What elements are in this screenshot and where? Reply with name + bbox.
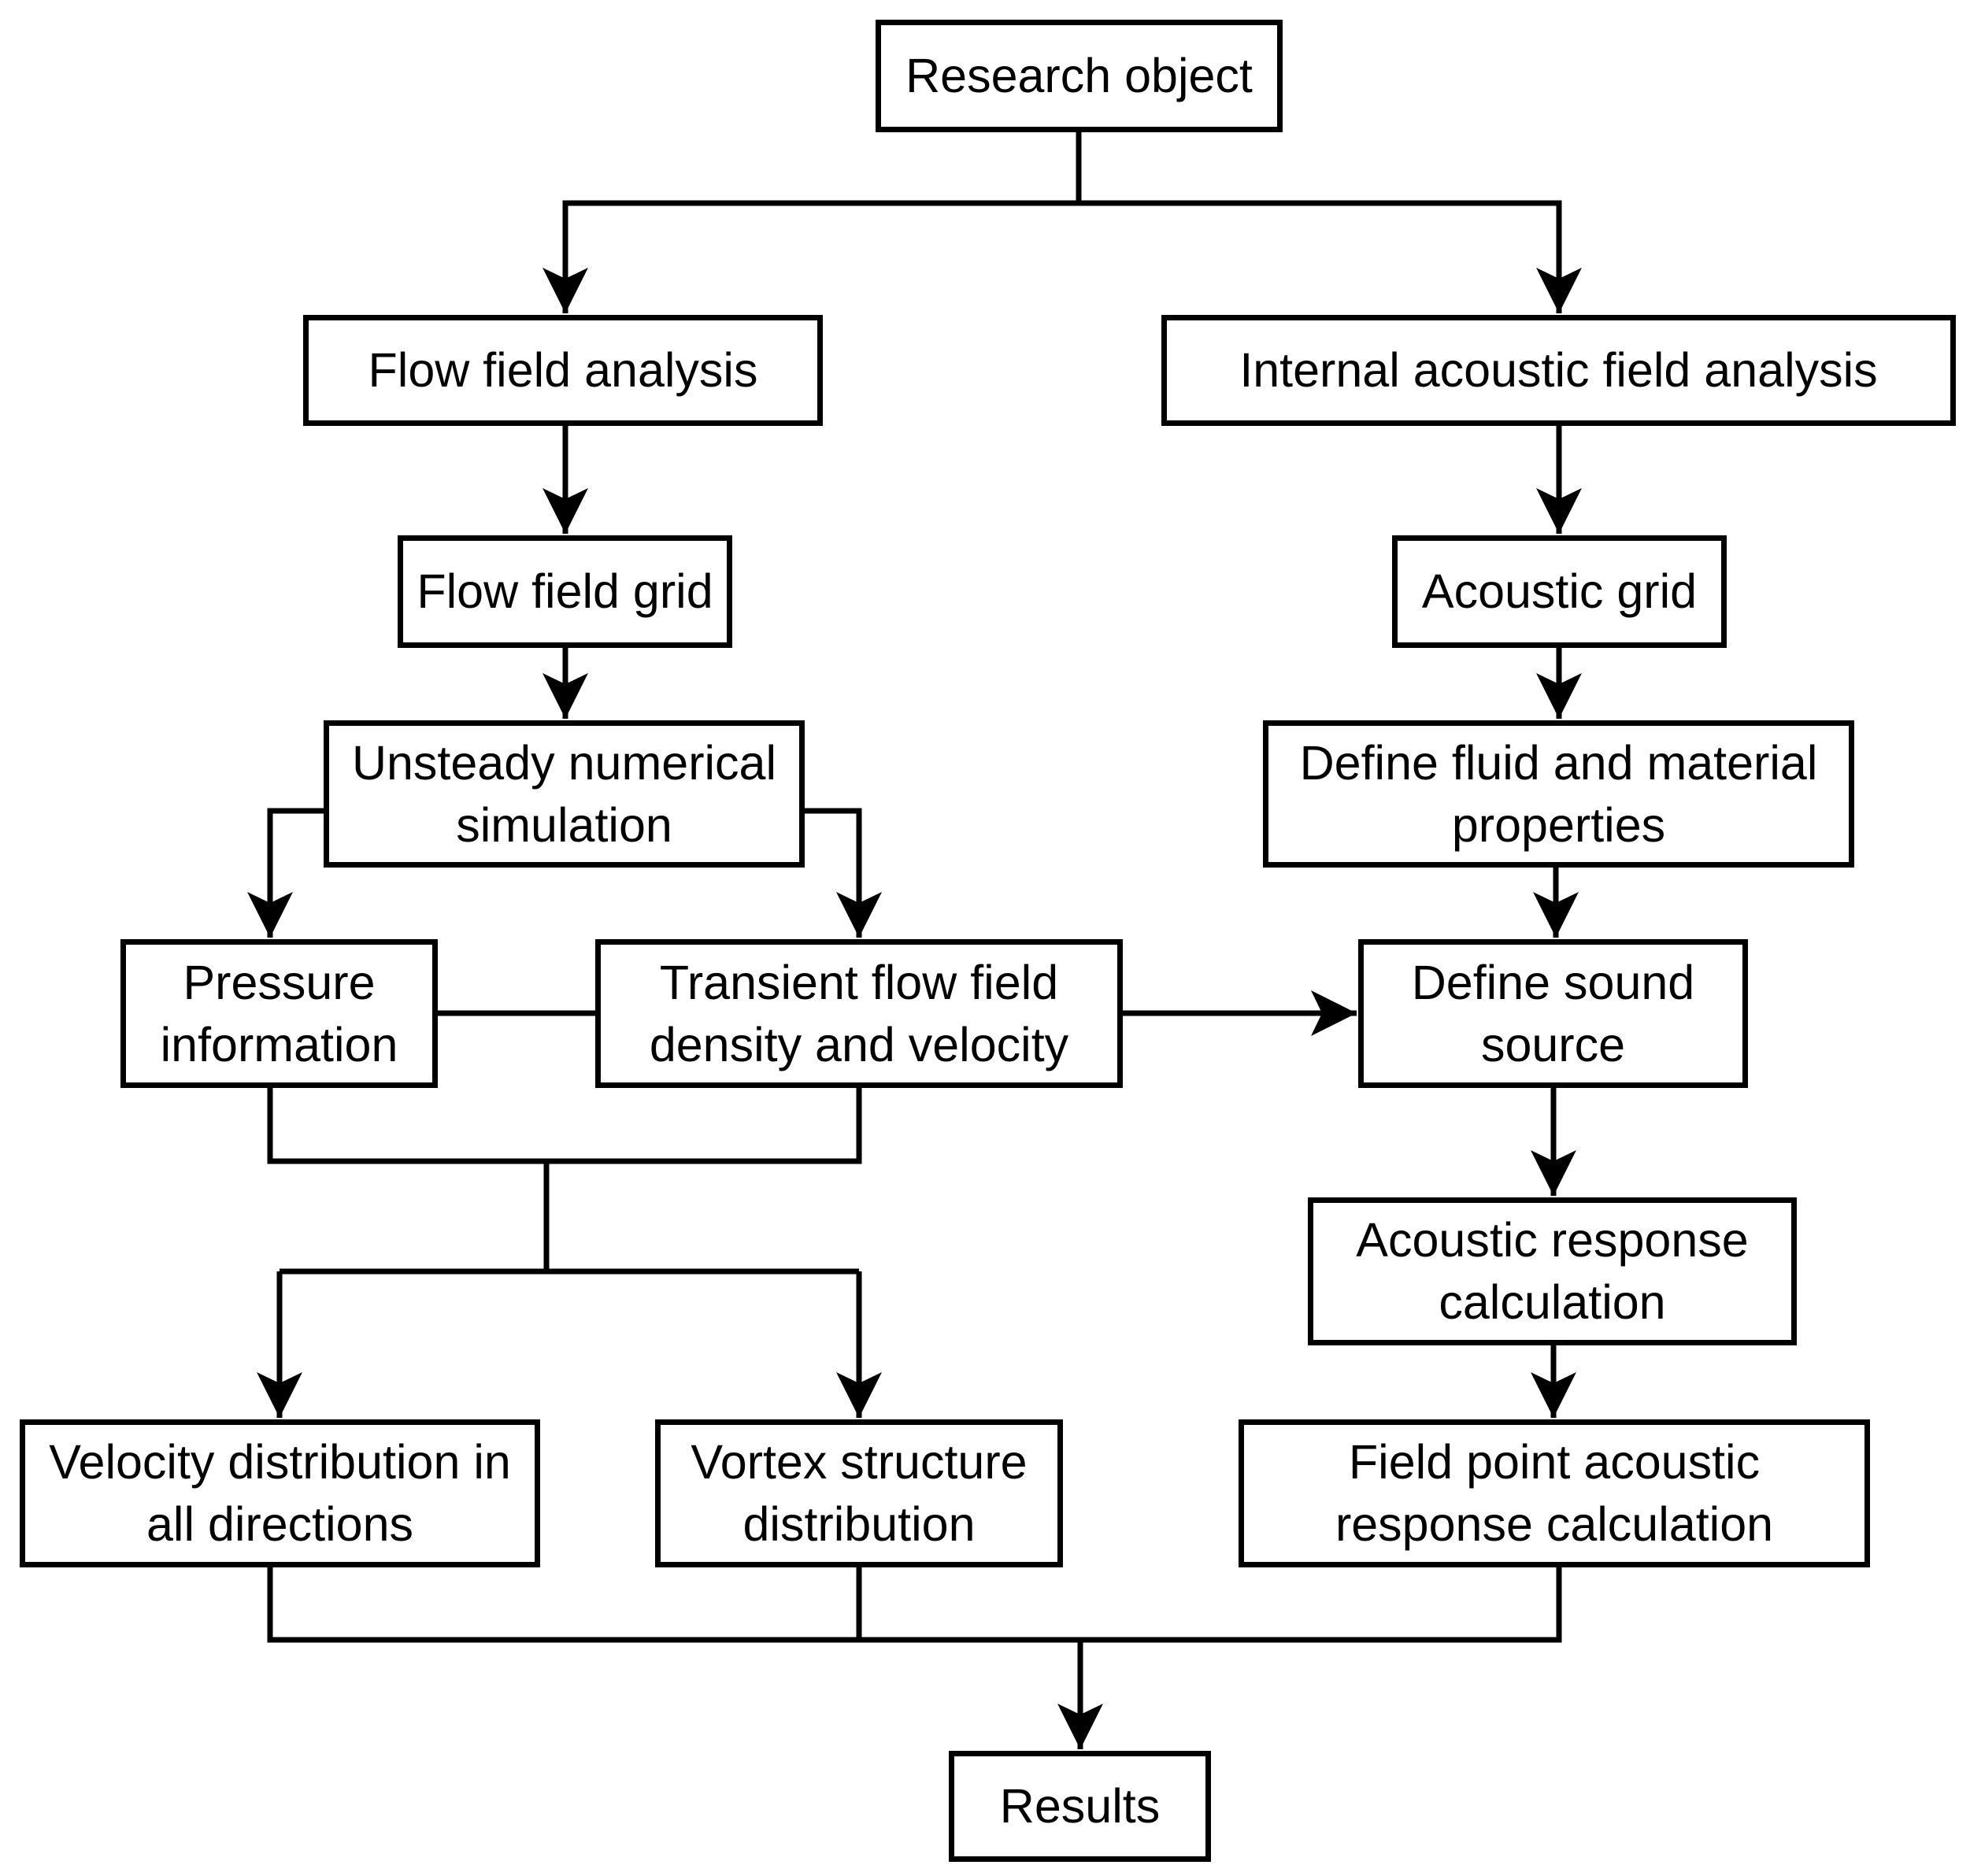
unsteady-numerical-simulation-box: Unsteady numerical simulation: [324, 720, 805, 868]
unsteady-numerical-simulation-label: Unsteady numerical simulation: [351, 735, 777, 852]
define-sound-source-label: Define sound source: [1411, 955, 1695, 1071]
arrow-research-to-acoustic-analysis: [1079, 200, 1582, 313]
velocity-distribution-label: Velocity distribution in all directions: [49, 1435, 511, 1551]
internal-acoustic-field-analysis-box: Internal acoustic field analysis: [1161, 315, 1956, 426]
acoustic-response-calculation-label: Acoustic response calculation: [1356, 1213, 1749, 1329]
pressure-information-label: Pressure information: [160, 955, 398, 1071]
flow-field-analysis-label: Flow field analysis: [368, 343, 758, 397]
research-object-box: Research object: [876, 20, 1283, 132]
flow-field-grid-box: Flow field grid: [398, 535, 732, 648]
flow-field-analysis-box: Flow field analysis: [303, 315, 823, 426]
vortex-structure-distribution-box: Vortex structure distribution: [655, 1419, 1063, 1567]
arrow-unsteady-to-transient: [805, 808, 882, 938]
flow-field-grid-label: Flow field grid: [417, 564, 713, 618]
acoustic-grid-box: Acoustic grid: [1392, 535, 1727, 648]
internal-acoustic-field-analysis-label: Internal acoustic field analysis: [1239, 343, 1878, 397]
pressure-information-box: Pressure information: [120, 939, 438, 1088]
define-fluid-and-material-properties-label: Define fluid and material properties: [1299, 735, 1818, 852]
define-fluid-and-material-properties-box: Define fluid and material properties: [1263, 720, 1854, 868]
results-label: Results: [999, 1779, 1161, 1833]
define-sound-source-box: Define sound source: [1358, 939, 1748, 1088]
transient-flow-field-density-and-velocity-box: Transient flow field density and velocit…: [595, 939, 1123, 1088]
arrow-research-to-flow-analysis: [542, 200, 1079, 313]
acoustic-response-calculation-box: Acoustic response calculation: [1308, 1197, 1797, 1345]
velocity-distribution-box: Velocity distribution in all directions: [20, 1419, 540, 1567]
vortex-structure-distribution-label: Vortex structure distribution: [691, 1435, 1028, 1551]
arrow-unsteady-to-pressure: [247, 808, 324, 938]
research-object-label: Research object: [905, 49, 1253, 102]
transient-flow-field-density-and-velocity-label: Transient flow field density and velocit…: [649, 955, 1069, 1071]
field-point-acoustic-response-calculation-box: Field point acoustic response calculatio…: [1239, 1419, 1870, 1567]
results-box: Results: [949, 1751, 1211, 1862]
field-point-acoustic-response-calculation-label: Field point acoustic response calculatio…: [1335, 1435, 1774, 1551]
acoustic-grid-label: Acoustic grid: [1421, 564, 1698, 618]
